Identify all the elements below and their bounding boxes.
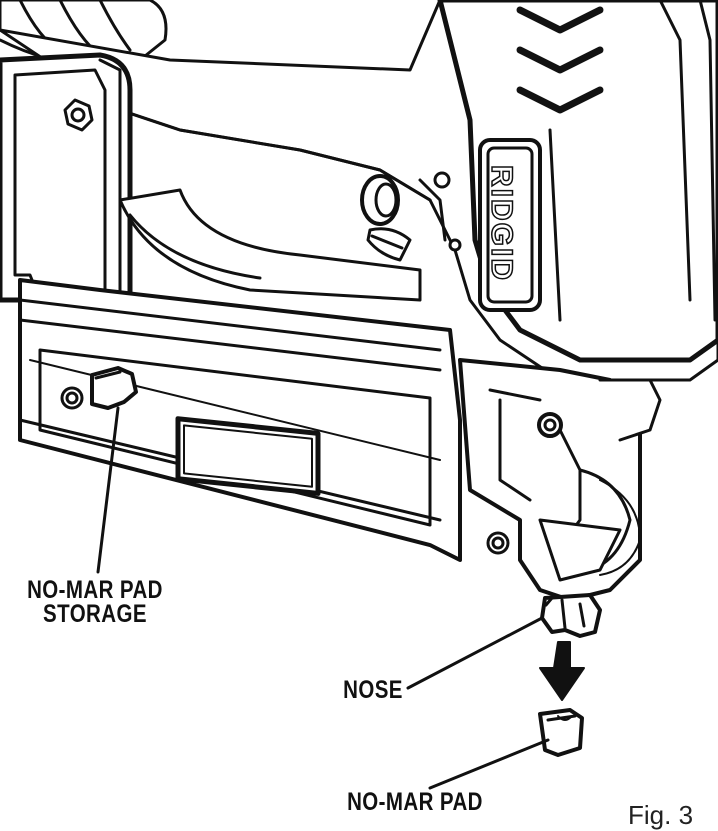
brand-logo: RIDGID — [485, 165, 518, 282]
storage-label-line1: NO-MAR PAD — [27, 576, 163, 604]
housing-arch — [118, 188, 422, 302]
depth-adjust-knob — [360, 171, 462, 262]
no-mar-pad-part — [538, 708, 584, 757]
figure-caption: Fig. 3 — [628, 800, 694, 830]
leader-lines — [96, 406, 550, 790]
pad-leader-line — [428, 738, 550, 790]
nose-label: NOSE — [343, 676, 403, 704]
magazine-label-window — [175, 416, 321, 496]
nose-assembly — [458, 358, 662, 602]
nose-tip — [540, 593, 602, 638]
no-mar-pad-label: NO-MAR PAD — [347, 788, 483, 816]
no-mar-pad-storage-label: NO-MAR PAD STORAGE — [17, 576, 173, 628]
hex-bolt-icon — [63, 98, 94, 132]
nose-leader-line — [406, 616, 544, 690]
magazine-screw-icon — [60, 386, 84, 410]
nose-screw-icon — [486, 531, 510, 555]
down-arrow-icon — [539, 641, 585, 701]
magazine — [18, 278, 510, 562]
no-mar-pad-storage-clip — [90, 366, 138, 410]
storage-leader-line — [96, 406, 120, 574]
storage-label-line2: STORAGE — [43, 600, 147, 628]
motor-head — [437, 0, 718, 363]
